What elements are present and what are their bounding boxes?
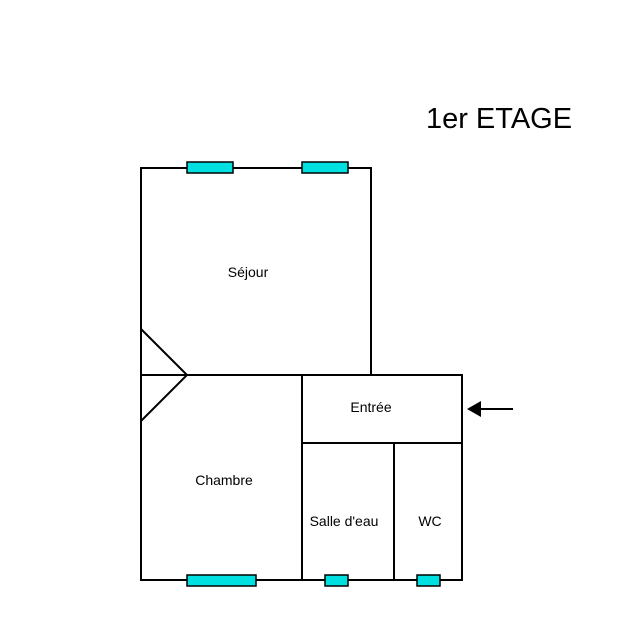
window-salle-deau <box>324 574 349 587</box>
room-label-salle-deau: Salle d'eau <box>310 513 379 529</box>
walls <box>140 167 463 581</box>
room-label-wc: WC <box>418 513 441 529</box>
windows <box>186 161 441 587</box>
room-label-chambre: Chambre <box>195 472 253 488</box>
wall-salle-deau <box>301 442 395 581</box>
arrow-left-icon <box>467 401 513 417</box>
room-label-entree: Entrée <box>350 399 391 415</box>
floor-title: 1er ETAGE <box>426 103 572 135</box>
window-sejour-left <box>186 161 234 174</box>
window-chambre <box>186 574 257 587</box>
wall-wc <box>393 442 463 581</box>
room-label-sejour: Séjour <box>228 264 269 280</box>
window-wc <box>416 574 441 587</box>
window-sejour-right <box>301 161 349 174</box>
staircase-icon <box>140 328 189 422</box>
